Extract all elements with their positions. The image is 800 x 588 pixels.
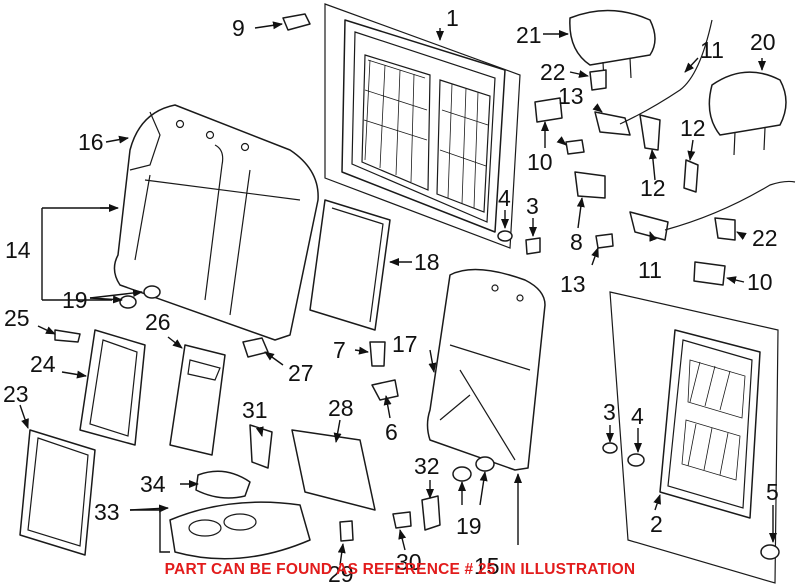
release-latch (594, 111, 631, 136)
callout-14: 14 (5, 237, 31, 263)
bolt-3 (602, 442, 618, 454)
plug (242, 337, 269, 358)
callout-12-top: 12 (680, 115, 706, 141)
callout-22-bottom: 22 (752, 225, 778, 251)
armrest-cover-inner (27, 437, 89, 547)
seat-back-frame-right (659, 329, 761, 519)
foam-pad-edge (331, 207, 384, 323)
callout-13-top: 13 (558, 83, 584, 109)
callout-3-top: 3 (526, 193, 539, 219)
callout-5: 5 (766, 479, 779, 505)
callout-16: 16 (78, 129, 104, 155)
seat-back-cushion (113, 104, 319, 341)
grommet (143, 285, 161, 299)
callout-26: 26 (145, 309, 171, 335)
footer-reference-note: PART CAN BE FOUND AS REFERENCE # 25 IN I… (164, 561, 636, 578)
callout-31: 31 (242, 397, 268, 423)
callout-30: 30 (396, 549, 422, 575)
grommet-19 (475, 456, 495, 472)
callout-25: 25 (4, 305, 30, 331)
bracket-6 (371, 379, 399, 401)
callout-18: 18 (414, 249, 440, 275)
leader-lines (19, 21, 777, 566)
hinge-31 (249, 424, 273, 469)
bushing-19 (452, 466, 472, 482)
callout-9: 9 (232, 15, 245, 41)
bracket (639, 114, 661, 151)
callout-20: 20 (750, 29, 776, 55)
striker (574, 171, 606, 199)
seat-back-cushion-small (426, 268, 546, 471)
callout-11-bottom: 11 (638, 257, 662, 283)
callout-numbers: 1 2 3 3 4 4 5 6 7 8 9 10 10 11 11 12 12 … (3, 5, 779, 587)
headrest-right (708, 71, 787, 156)
callout-27: 27 (288, 360, 314, 386)
callout-8: 8 (570, 229, 583, 255)
callout-1: 1 (446, 5, 459, 31)
foam-pad (309, 199, 391, 331)
clip (282, 13, 311, 31)
callout-7: 7 (333, 337, 346, 363)
bolt-25 (54, 329, 81, 343)
callout-4-top: 4 (498, 185, 511, 211)
seat-back-frame-left (341, 19, 506, 233)
callout-19-left: 19 (62, 287, 88, 313)
bolt-29 (339, 520, 354, 542)
headrest-left (569, 9, 656, 83)
bolt-lower (595, 233, 614, 249)
armrest-frame (169, 344, 226, 456)
headrest-guide-bottom (714, 217, 736, 241)
cup-holder-left (188, 519, 222, 537)
armrest-frame-slot (187, 359, 221, 381)
armrest-bracket (291, 429, 376, 511)
armrest-cover (19, 429, 96, 556)
callout-6: 6 (385, 419, 398, 445)
callout-19-right: 19 (456, 513, 482, 539)
armrest-panel (79, 329, 146, 446)
cup-holder-insert (195, 470, 251, 499)
armrest-panel-inner (89, 339, 138, 437)
washer-4 (627, 453, 645, 467)
part-1-group-box (324, 3, 521, 249)
callout-21: 21 (516, 22, 542, 48)
callout-33: 33 (94, 499, 120, 525)
callout-22-top: 22 (540, 59, 566, 85)
callout-17: 17 (392, 331, 418, 357)
callout-13-bottom: 13 (560, 271, 586, 297)
release-cable (619, 19, 713, 125)
part-2-group-box (609, 291, 779, 584)
screw (525, 237, 541, 255)
headrest-guide-top (589, 69, 607, 91)
screw-5 (760, 544, 780, 560)
callout-24: 24 (30, 351, 56, 377)
callout-29: 29 (328, 561, 354, 587)
callout-4-bottom: 4 (631, 403, 644, 429)
release-cable-lower (664, 180, 796, 231)
bolt-30 (392, 511, 412, 529)
callout-23: 23 (3, 381, 29, 407)
washer (497, 230, 513, 242)
callout-10-top: 10 (527, 149, 553, 175)
callout-2: 2 (650, 511, 663, 537)
callout-12-bottom: 12 (640, 175, 666, 201)
guide-sleeve-lower (693, 261, 726, 286)
cup-holder-right (223, 513, 257, 531)
bushing (119, 295, 137, 309)
callout-10-bottom: 10 (747, 269, 773, 295)
callout-3-bottom: 3 (603, 399, 616, 425)
callout-11-top: 11 (700, 37, 724, 63)
hinge-32 (421, 495, 441, 531)
guide-sleeve (534, 97, 563, 123)
screw-7 (369, 341, 386, 367)
callout-28: 28 (328, 395, 354, 421)
callout-15: 15 (474, 553, 500, 579)
bracket-lower (683, 159, 699, 193)
bolt (565, 139, 585, 155)
latch-lower (629, 211, 669, 241)
callout-32: 32 (414, 453, 440, 479)
callout-34: 34 (140, 471, 166, 497)
